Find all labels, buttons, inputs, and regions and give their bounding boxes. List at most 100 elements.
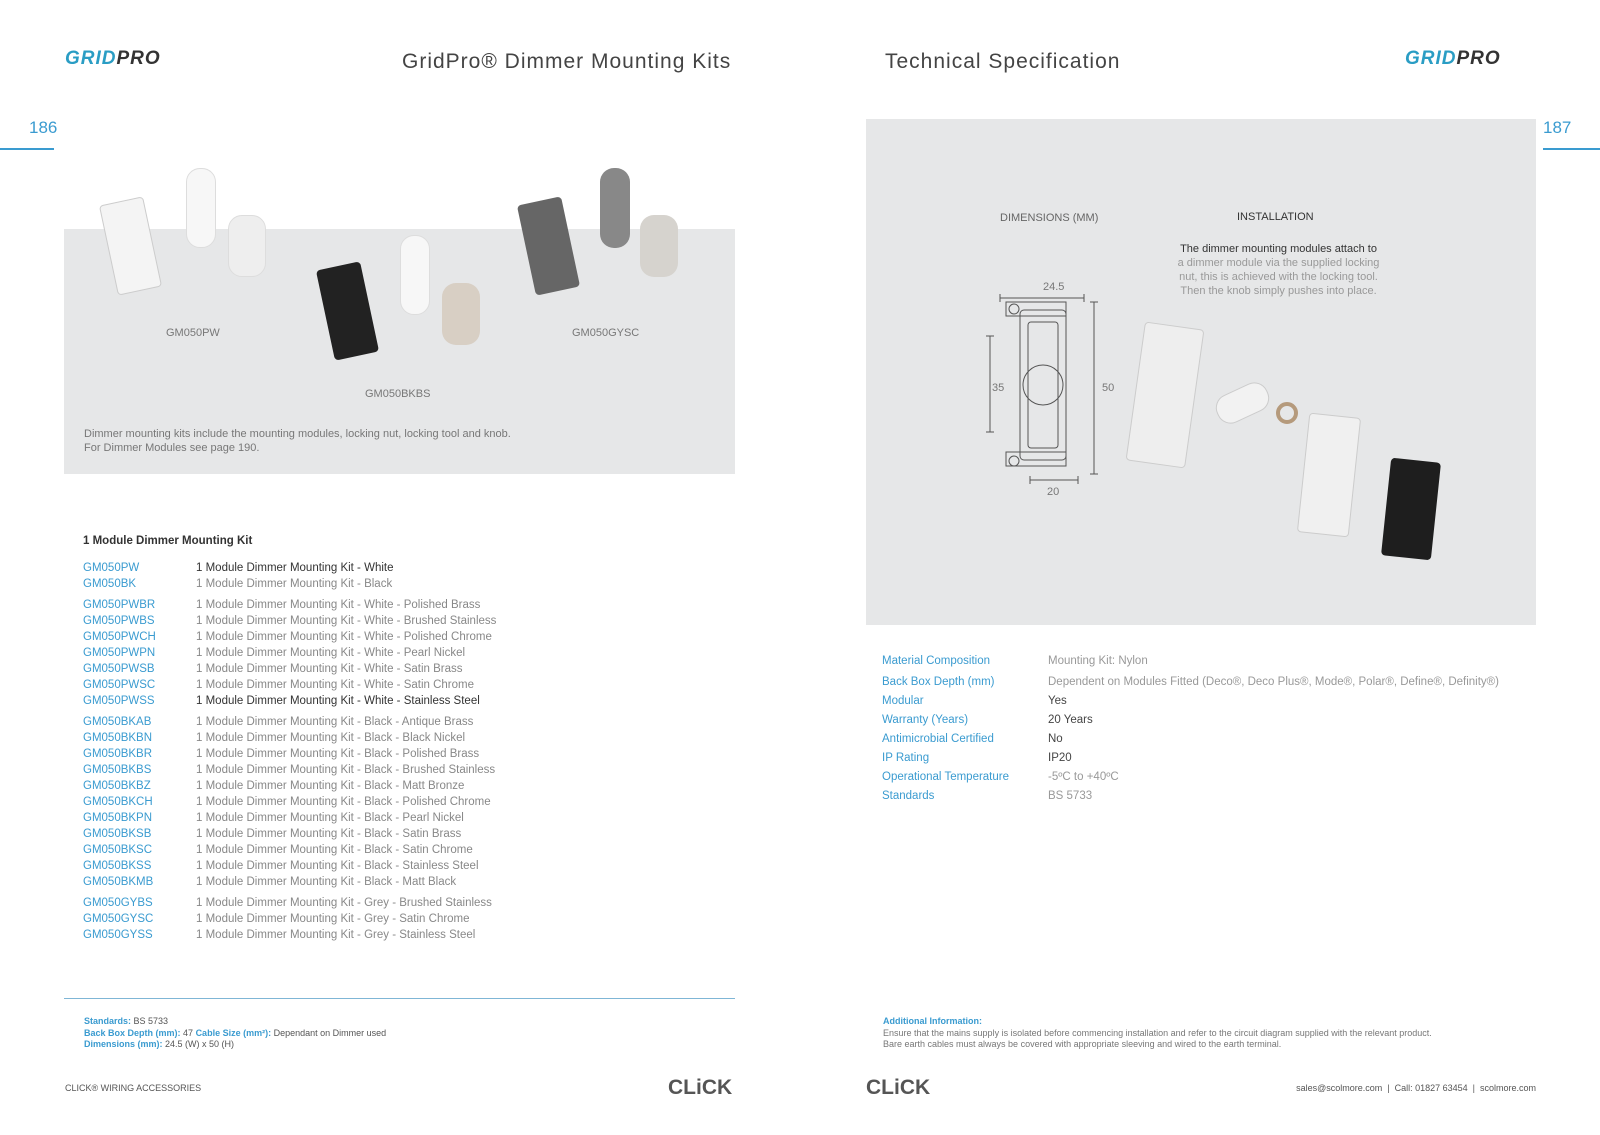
page-title: GridPro® Dimmer Mounting Kits bbox=[402, 50, 732, 73]
product-description: 1 Module Dimmer Mounting Kit - Black bbox=[196, 578, 393, 590]
click-logo: CLiCK bbox=[668, 1076, 733, 1099]
product-description: 1 Module Dimmer Mounting Kit - White - P… bbox=[196, 647, 466, 659]
page-title: Technical Specification bbox=[885, 50, 1121, 73]
product-code: GM050BKBN bbox=[83, 732, 153, 744]
product-description: 1 Module Dimmer Mounting Kit - Grey - Br… bbox=[196, 897, 492, 909]
spec-value: IP20 bbox=[1048, 752, 1072, 764]
photo-label: GM050BKBS bbox=[365, 388, 431, 400]
dimensions-title: DIMENSIONS (MM) bbox=[1000, 212, 1099, 224]
dim-left: 35 bbox=[992, 382, 1005, 394]
product-row: GM050BK 1 Module Dimmer Mounting Kit - Bl… bbox=[83, 578, 392, 590]
photo-caption: Dimmer mounting kits include the mountin… bbox=[84, 428, 511, 440]
product-row: GM050BKBN 1 Module Dimmer Mounting Kit - … bbox=[83, 732, 465, 744]
photo-label: GM050PW bbox=[166, 327, 220, 339]
additional-info: Additional Information: Ensure that the … bbox=[883, 1016, 1432, 1051]
product-photo-panel bbox=[64, 229, 735, 474]
spec-value: Dependent on Modules Fitted (Deco®, Deco… bbox=[1048, 676, 1499, 688]
footer-specs: Standards: BS 5733 Back Box Depth (mm): … bbox=[84, 1016, 386, 1051]
section-title: 1 Module Dimmer Mounting Kit bbox=[83, 535, 253, 547]
click-logo: CLiCK bbox=[866, 1076, 931, 1099]
dimension-drawing bbox=[986, 294, 1098, 484]
spec-value: Yes bbox=[1048, 695, 1067, 707]
product-code: GM050BKBS bbox=[83, 764, 152, 776]
product-description: 1 Module Dimmer Mounting Kit - White - S… bbox=[196, 679, 475, 691]
product-row: GM050BKBS 1 Module Dimmer Mounting Kit - … bbox=[83, 764, 495, 776]
product-row: GM050PWSS 1 Module Dimmer Mounting Kit - … bbox=[83, 695, 480, 707]
product-description: 1 Module Dimmer Mounting Kit - Black - S… bbox=[196, 844, 473, 856]
product-row: GM050BKSC 1 Module Dimmer Mounting Kit - … bbox=[83, 844, 473, 856]
gridpro-logo: GRIDPRO bbox=[65, 48, 161, 69]
photo-label: GM050GYSC bbox=[572, 327, 640, 339]
spec-value: 47 bbox=[183, 1027, 194, 1038]
dimmer-module-image bbox=[1381, 457, 1441, 561]
dim-right: 50 bbox=[1102, 382, 1115, 394]
brushed-knob-image bbox=[442, 283, 480, 345]
chrome-knob-image bbox=[640, 215, 678, 277]
product-code: GM050PWPN bbox=[83, 647, 156, 659]
spec-key: Back Box Depth (mm) bbox=[882, 676, 995, 688]
product-code: GM050PWSS bbox=[83, 695, 155, 707]
product-code: GM050BK bbox=[83, 578, 137, 590]
product-description: 1 Module Dimmer Mounting Kit - White - S… bbox=[196, 663, 463, 675]
product-description: 1 Module Dimmer Mounting Kit - Black - B… bbox=[196, 732, 466, 744]
product-description: 1 Module Dimmer Mounting Kit - Grey - St… bbox=[196, 929, 476, 941]
additional-text: Bare earth cables must always be covered… bbox=[883, 1039, 1282, 1049]
spec-row: Warranty (Years)20 Years bbox=[882, 714, 1093, 726]
product-code: GM050BKMB bbox=[83, 876, 154, 888]
product-code: GM050PWBS bbox=[83, 615, 155, 627]
white-knob-image bbox=[400, 235, 430, 315]
product-row: GM050PWBS 1 Module Dimmer Mounting Kit - … bbox=[83, 615, 496, 627]
installation-line: a dimmer module via the supplied locking bbox=[1177, 257, 1380, 269]
page-number-rule bbox=[1543, 148, 1600, 150]
grey-knob-image bbox=[600, 168, 630, 248]
product-description: 1 Module Dimmer Mounting Kit - Black - P… bbox=[196, 812, 464, 824]
spec-value: 24.5 (W) x 50 (H) bbox=[165, 1039, 235, 1049]
locking-nut-image bbox=[1276, 402, 1298, 424]
spec-label: Dimensions (mm): bbox=[84, 1039, 163, 1049]
product-description: 1 Module Dimmer Mounting Kit - White - S… bbox=[196, 695, 480, 707]
product-description: 1 Module Dimmer Mounting Kit - Black - M… bbox=[196, 876, 457, 888]
product-code: GM050PWBR bbox=[83, 599, 156, 611]
spec-label: Standards: bbox=[84, 1016, 132, 1026]
installation-title: INSTALLATION bbox=[1237, 211, 1314, 223]
spec-value: 20 Years bbox=[1048, 714, 1093, 726]
product-description: 1 Module Dimmer Mounting Kit - Black - A… bbox=[196, 716, 474, 728]
product-description: 1 Module Dimmer Mounting Kit - Black - P… bbox=[196, 748, 480, 760]
installation-line: nut, this is achieved with the locking t… bbox=[1179, 271, 1378, 283]
white-knob-short-image bbox=[228, 215, 266, 277]
product-code: GM050BKSC bbox=[83, 844, 153, 856]
product-description: 1 Module Dimmer Mounting Kit - Black - B… bbox=[196, 764, 496, 776]
product-code: GM050GYSC bbox=[83, 913, 154, 925]
installation-lead: The dimmer mounting modules attach to bbox=[1180, 243, 1377, 255]
product-code: GM050PWCH bbox=[83, 631, 156, 643]
gridpro-logo: GRIDPRO bbox=[1405, 48, 1501, 69]
spec-row: Back Box Depth (mm) Dependent on Modules … bbox=[882, 676, 1499, 688]
product-description: 1 Module Dimmer Mounting Kit - Black - S… bbox=[196, 860, 479, 872]
product-description: 1 Module Dimmer Mounting Kit - White bbox=[196, 562, 394, 574]
spec-label: Cable Size (mm²): bbox=[195, 1027, 272, 1038]
spec-key: Antimicrobial Certified bbox=[882, 733, 994, 745]
spec-value: Mounting Kit: Nylon bbox=[1048, 655, 1148, 667]
product-description: 1 Module Dimmer Mounting Kit - White - B… bbox=[196, 615, 497, 627]
divider bbox=[64, 998, 735, 999]
product-row: GM050PWPN 1 Module Dimmer Mounting Kit - … bbox=[83, 647, 465, 659]
product-description: 1 Module Dimmer Mounting Kit - Black - M… bbox=[196, 780, 465, 792]
spec-value: Dependant on Dimmer used bbox=[273, 1027, 387, 1038]
